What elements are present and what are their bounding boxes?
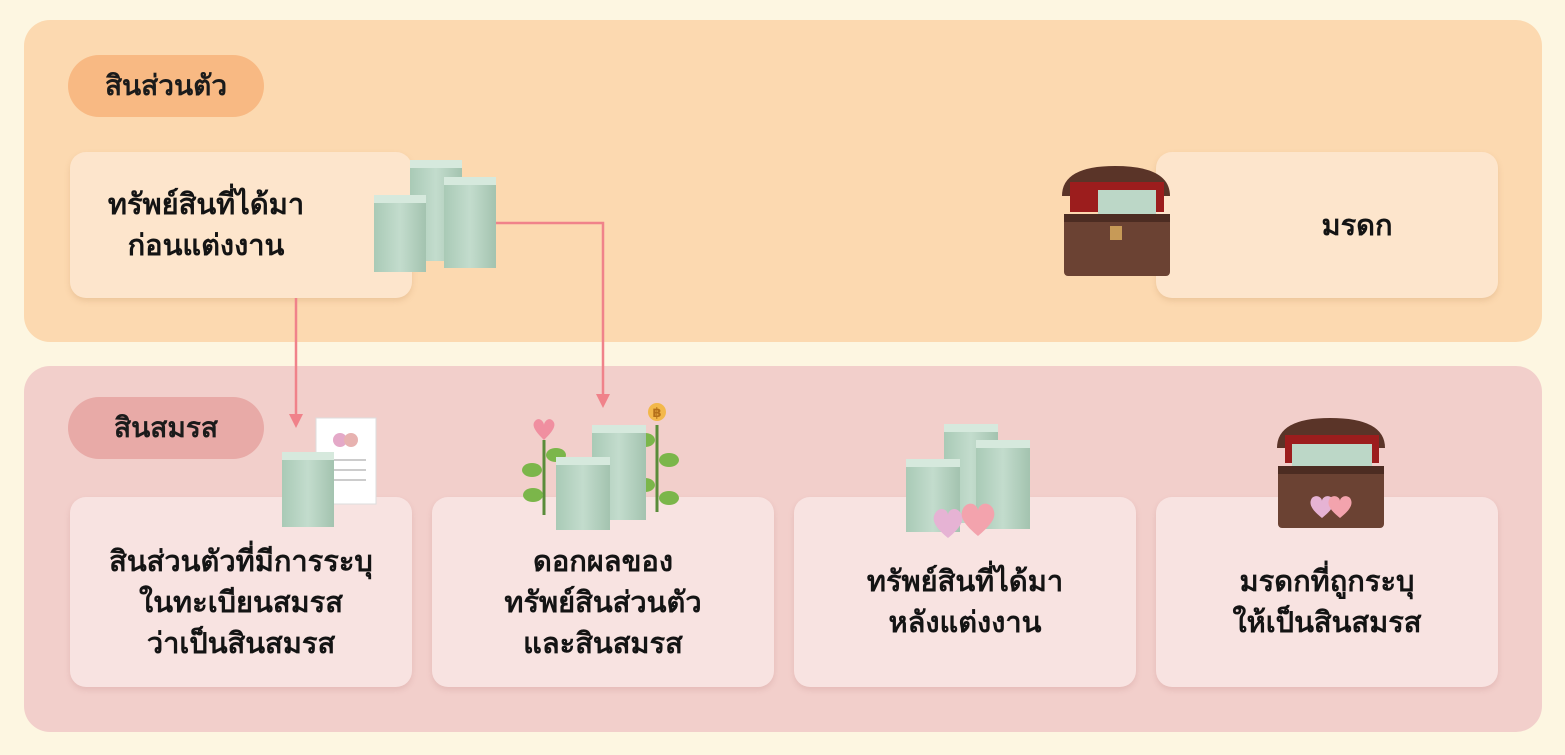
card-registered-personal-property: สินส่วนตัวที่มีการระบุ ในทะเบียนสมรส ว่า… — [70, 497, 412, 687]
card-assets-before-marriage: ทรัพย์สินที่ได้มา ก่อนแต่งงาน — [70, 152, 412, 298]
marital-property-title: สินสมรส — [68, 397, 264, 459]
card-designated-inheritance: มรดกที่ถูกระบุ ให้เป็นสินสมรส — [1156, 497, 1498, 687]
card-inheritance: มรดก — [1156, 152, 1498, 298]
personal-property-title: สินส่วนตัว — [68, 55, 264, 117]
card-assets-after-marriage: ทรัพย์สินที่ได้มา หลังแต่งงาน — [794, 497, 1136, 687]
card-fruits-of-property: ดอกผลของ ทรัพย์สินส่วนตัว และสินสมรส — [432, 497, 774, 687]
